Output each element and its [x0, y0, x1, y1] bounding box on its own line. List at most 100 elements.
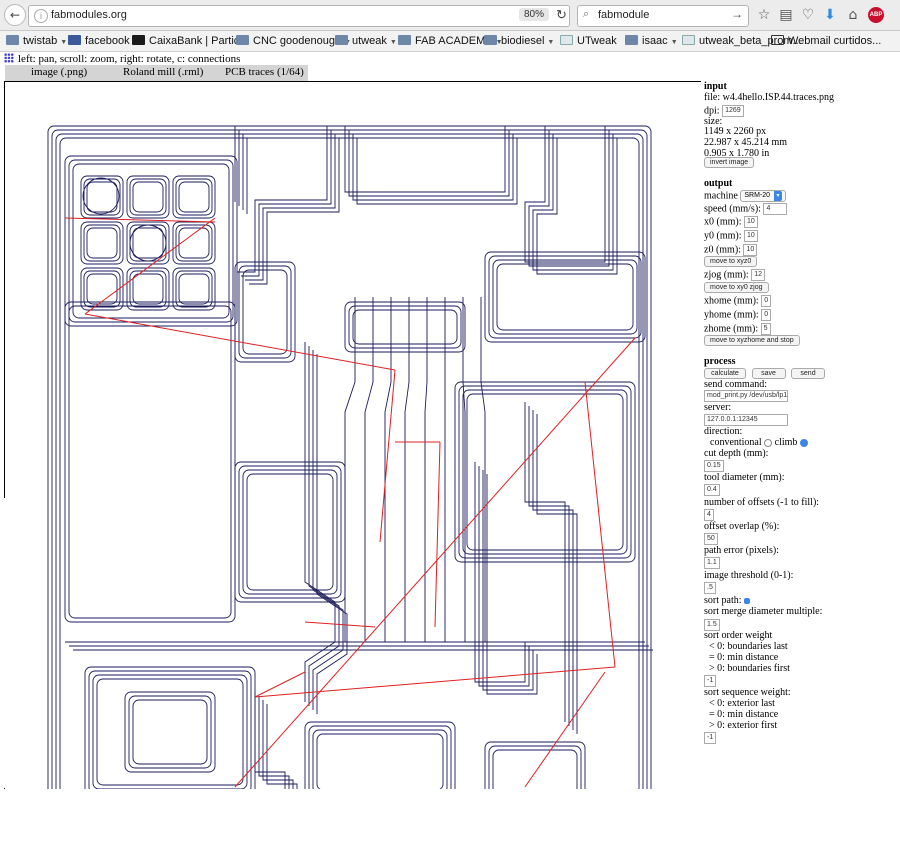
sort-path-checkbox[interactable] — [744, 597, 750, 604]
send-button[interactable]: send — [791, 368, 825, 379]
bookmark-label: UTweak — [577, 35, 617, 47]
climb-radio[interactable] — [799, 438, 808, 447]
offsets-input[interactable]: 4 — [704, 509, 714, 521]
bookmark-item[interactable]: CNC goodenough▼ — [236, 33, 351, 49]
bookmark-star-icon[interactable]: ☆ — [757, 7, 771, 23]
server-input[interactable]: 127.0.0.1:12345 — [704, 414, 788, 426]
info-icon[interactable]: i — [34, 9, 48, 23]
search-bar[interactable]: ⌕ fabmodule → — [577, 5, 749, 27]
bookmark-item[interactable]: biodiesel▼ — [484, 33, 554, 49]
pad-outline-path — [178, 227, 210, 259]
component-outline-path — [238, 465, 342, 599]
zjog-input[interactable]: 12 — [751, 269, 766, 281]
tab-pcb-traces[interactable]: PCB traces (1/64) — [225, 66, 304, 78]
invert-image-button[interactable]: invert image — [704, 157, 755, 168]
threshold-input[interactable]: .5 — [704, 582, 716, 594]
overlap-label: offset overlap (%): — [704, 521, 780, 532]
overlap-input[interactable]: 50 — [704, 533, 718, 545]
zhome-input[interactable]: 5 — [760, 323, 771, 335]
speed-label: speed (mm/s): — [704, 203, 761, 215]
move-to-xyz0-button[interactable]: move to xyz0 — [704, 256, 758, 267]
connection-line — [254, 671, 306, 698]
connection-line — [234, 337, 636, 788]
reading-list-icon[interactable]: ▤ — [779, 7, 793, 23]
tab-roland-mill[interactable]: Roland mill (.rml) — [123, 66, 204, 78]
move-to-home-button[interactable]: move to xyzhome and stop — [704, 335, 800, 346]
cut-depth-label: cut depth (mm): — [704, 448, 769, 459]
threshold-label: image threshold (0-1): — [704, 570, 794, 581]
folder-icon — [335, 35, 348, 45]
search-go-icon[interactable]: → — [731, 7, 743, 21]
connection-line — [64, 217, 216, 223]
connection-line — [254, 666, 616, 698]
trace-path — [462, 297, 466, 642]
pad-outline-path — [86, 273, 118, 305]
trace-path — [234, 125, 328, 273]
seq-lt-text: < 0: exterior last — [709, 698, 775, 709]
sequence-weight-input[interactable]: -1 — [704, 732, 717, 744]
seq-gt-text: > 0: exterior first — [709, 720, 778, 731]
trace-path — [308, 346, 340, 706]
z0-input[interactable]: 10 — [743, 244, 758, 256]
size-in: 0.905 x 1.780 in — [704, 148, 770, 159]
component-outline-path — [454, 381, 636, 563]
y0-input[interactable]: 10 — [744, 230, 758, 242]
size-px: 1149 x 2260 px — [704, 126, 767, 137]
x0-input[interactable]: 10 — [744, 216, 758, 228]
yhome-input[interactable]: 0 — [761, 309, 772, 321]
back-button[interactable]: ← — [4, 4, 26, 26]
download-icon[interactable]: ⬇ — [824, 7, 836, 23]
component-outline-path — [466, 393, 624, 551]
connection-line — [304, 621, 376, 628]
component-outline-path — [312, 729, 448, 789]
dpi-input[interactable]: 1269 — [722, 105, 744, 117]
home-icon[interactable]: ⌂ — [848, 7, 858, 23]
component-outline-path — [308, 725, 452, 789]
bookmark-item[interactable]: UTweak — [560, 33, 617, 49]
pad-outline-path — [175, 270, 213, 308]
component-outline-path — [344, 301, 466, 353]
trace-path — [404, 297, 410, 642]
xhome-input[interactable]: 0 — [761, 295, 772, 307]
tab-image[interactable]: image (.png) — [31, 66, 88, 78]
calculate-button[interactable]: calculate — [704, 368, 746, 379]
component-outline-path — [132, 699, 208, 765]
bookmark-item[interactable]: facebook — [68, 33, 130, 49]
move-to-xy0-button[interactable]: move to xy0 zjog — [704, 282, 769, 293]
search-icon: ⌕ — [583, 8, 590, 20]
toolpath-canvas[interactable] — [4, 81, 701, 789]
ground-outline-path — [64, 301, 236, 623]
machine-select[interactable]: SRM-20▾ — [740, 190, 787, 202]
bookmark-label: Webmail curtidos... — [788, 35, 882, 47]
trace-path — [246, 137, 340, 285]
order-weight-input[interactable]: -1 — [704, 675, 717, 687]
bookmark-item[interactable]: FAB ACADEMY▼ — [398, 33, 503, 49]
path-error-input[interactable]: 1.1 — [704, 557, 720, 569]
conventional-label: conventional — [710, 437, 762, 448]
reload-icon[interactable]: ↻ — [556, 7, 567, 22]
adblock-icon[interactable]: ABP — [868, 7, 884, 23]
search-input[interactable]: fabmodule — [598, 9, 650, 21]
save-button[interactable]: save — [751, 368, 786, 379]
connection-line — [524, 671, 606, 788]
pocket-icon[interactable]: ♡ — [801, 7, 815, 23]
cut-depth-input[interactable]: 0.15 — [704, 460, 724, 472]
bookmark-item[interactable]: isaac▼ — [625, 33, 678, 49]
bookmark-item[interactable]: twistab▼ — [6, 33, 67, 49]
facebook-icon — [68, 35, 81, 45]
url-bar[interactable]: i fabmodules.org 80% ↻ — [28, 5, 570, 27]
trace-path — [348, 130, 510, 197]
trace-path — [536, 414, 578, 734]
send-command-input[interactable]: mod_print.py /dev/usb/lp1 — [704, 390, 788, 402]
zoom-indicator[interactable]: 80% — [519, 8, 550, 21]
send-command-label: send command: — [704, 379, 768, 390]
speed-input[interactable]: 4 — [763, 203, 788, 215]
bookmark-item[interactable]: Webmail curtidos... — [771, 33, 881, 49]
bookmark-item[interactable]: utweak▼ — [335, 33, 397, 49]
conventional-radio[interactable] — [764, 438, 773, 447]
bookmark-item[interactable]: CaixaBank | Partic... — [132, 33, 248, 49]
tool-diameter-input[interactable]: 0.4 — [704, 484, 720, 496]
size-label: size: — [704, 116, 723, 127]
merge-label: sort merge diameter multiple: — [704, 606, 823, 617]
merge-input[interactable]: 1.5 — [704, 619, 720, 631]
